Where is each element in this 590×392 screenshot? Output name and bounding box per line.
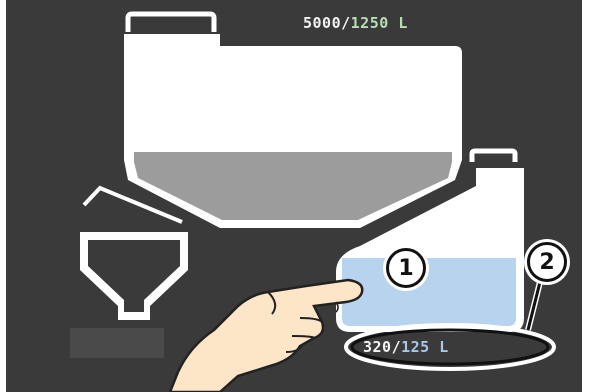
main-tank-icon[interactable]: [124, 14, 462, 228]
small-tank-fill: [342, 258, 516, 326]
small-tank-cap: [472, 151, 515, 162]
small-tank-readout[interactable]: 320/125 L: [363, 338, 449, 356]
main-tank-readout: 5000/1250 L: [303, 14, 408, 32]
callout-2: 2: [527, 242, 567, 282]
small-tank-current-value: 320: [363, 338, 392, 356]
callout-1: 1: [386, 248, 426, 288]
hopper-icon[interactable]: [70, 188, 188, 358]
hopper-body-inner: [88, 240, 180, 312]
main-tank-separator: /: [341, 14, 351, 32]
pointing-hand-icon: [170, 280, 362, 392]
main-tank-fill: [134, 152, 452, 220]
small-tank-unit: L: [439, 338, 449, 356]
main-tank-target-value: 1250: [351, 14, 389, 32]
hand-shape: [170, 280, 362, 392]
main-tank-handle: [128, 14, 214, 32]
small-tank-target-value: 125: [401, 338, 430, 356]
main-tank-unit: L: [398, 14, 408, 32]
hopper-base: [70, 328, 164, 358]
small-tank-separator: /: [392, 338, 402, 356]
callout-2-leader: [528, 282, 540, 330]
main-tank-current-value: 5000: [303, 14, 341, 32]
